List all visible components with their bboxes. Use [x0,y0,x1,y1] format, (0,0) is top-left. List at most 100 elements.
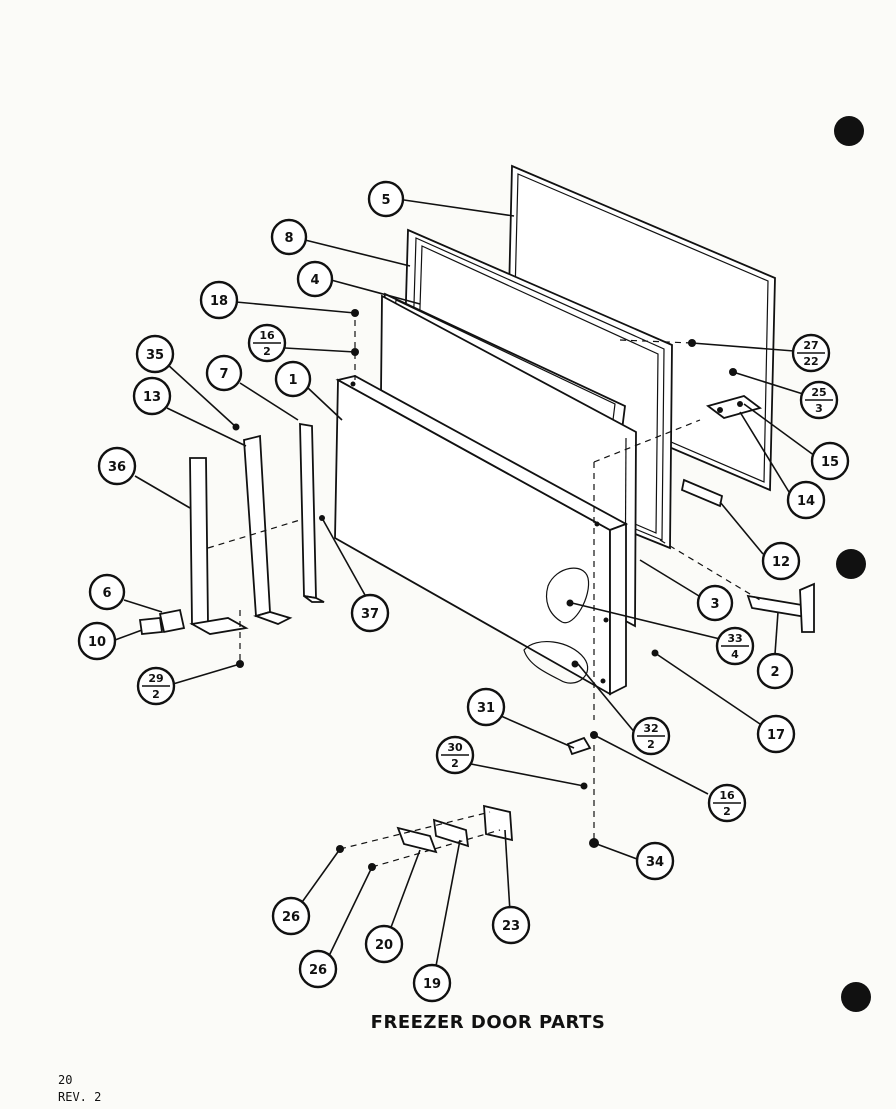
svg-text:18: 18 [210,294,228,309]
svg-text:26: 26 [282,910,300,925]
svg-text:2: 2 [152,688,160,701]
callout-34: 34 [635,841,675,881]
svg-text:3: 3 [710,597,719,612]
callout-26-lower: 26 [298,949,338,989]
svg-text:16: 16 [719,789,735,802]
svg-text:36: 36 [108,460,126,475]
svg-text:34: 34 [646,855,664,870]
svg-text:31: 31 [477,701,495,716]
svg-text:23: 23 [502,919,520,934]
svg-text:13: 13 [143,390,161,405]
callout-5: 5 [367,180,405,218]
part-6-trim [158,608,186,634]
svg-text:32: 32 [643,722,658,735]
callout-7: 7 [205,354,243,392]
callout-29: 29 2 [136,666,176,706]
part-10-pad [138,617,164,635]
callout-36: 36 [97,446,137,486]
binder-hole-bottom [841,982,871,1012]
callout-32: 32 2 [631,716,671,756]
svg-text:17: 17 [767,728,785,743]
svg-text:33: 33 [727,632,742,645]
svg-text:5: 5 [381,193,390,208]
binder-hole-top [834,116,864,146]
svg-text:2: 2 [451,757,459,770]
svg-text:2: 2 [723,805,731,818]
callout-23: 23 [491,905,531,945]
part-19-hinge-pin [432,818,470,848]
callout-3: 3 [696,584,734,622]
svg-text:30: 30 [447,741,463,754]
assembly-line-handle [207,519,301,549]
callout-37: 37 [350,593,390,633]
part-13-handle-bracket [243,434,293,625]
svg-text:8: 8 [284,231,293,246]
callout-35: 35 [135,334,175,374]
callout-31: 31 [466,687,506,727]
callout-18: 18 [199,280,239,320]
svg-text:12: 12 [772,555,790,570]
svg-text:29: 29 [148,672,163,685]
svg-text:26: 26 [309,963,327,978]
svg-text:2: 2 [647,738,655,751]
callout-2: 2 [756,652,794,690]
assembly-line-hinge-screws-upper [339,811,491,850]
callout-12: 12 [761,541,801,581]
callout-16-upper: 16 2 [247,323,287,363]
part-1-outer-door [334,375,629,696]
callout-15: 15 [810,441,850,481]
part-7-handle-strip [299,422,325,603]
part-36-handle-bracket [189,457,249,635]
assembly-line-screw-27 [619,339,693,344]
callout-1: 1 [274,360,312,398]
svg-text:4: 4 [731,648,739,661]
svg-text:2: 2 [770,665,779,680]
callout-14: 14 [786,480,826,520]
part-23-hinge-plate [483,804,513,842]
svg-text:3: 3 [815,402,823,415]
cutaway-insulation-lower [523,641,589,684]
svg-text:4: 4 [310,273,319,288]
svg-text:25: 25 [811,386,826,399]
svg-text:16: 16 [259,329,275,342]
callout-30: 30 2 [435,735,475,775]
svg-text:22: 22 [803,355,818,368]
svg-text:10: 10 [88,635,106,650]
callout-20: 20 [364,924,404,964]
callout-8: 8 [270,218,308,256]
part-14-upper-hinge [705,395,763,419]
part-2-lower-hinge [746,582,815,633]
part-20-hinge-bracket [396,826,438,854]
svg-text:6: 6 [102,586,111,601]
callout-16-lower: 16 2 [707,783,747,823]
assembly-line-hinge-screws-lower [371,829,501,868]
svg-text:14: 14 [797,494,815,509]
callout-13: 13 [132,376,172,416]
fastener-32 [571,660,579,668]
callout-27: 27 22 [791,333,831,373]
svg-text:2: 2 [263,345,271,358]
diagram-caption: FREEZER DOOR PARTS [370,1012,606,1033]
callout-19: 19 [412,963,452,1003]
callout-33: 33 4 [715,626,755,666]
svg-text:37: 37 [361,607,379,622]
callout-17: 17 [756,714,796,754]
assembly-line-lower-hinge [659,539,761,601]
fastener-33 [566,599,574,607]
part-31-pivot-plate [566,736,592,756]
svg-text:27: 27 [803,339,818,352]
svg-text:15: 15 [821,455,839,470]
part-12-hinge-rail [680,478,724,508]
svg-text:35: 35 [146,348,164,363]
callout-26-upper: 26 [271,896,311,936]
assembly-line-upper-hinge [593,419,701,463]
svg-text:20: 20 [375,938,393,953]
callout-4: 4 [296,260,334,298]
callout-6: 6 [88,573,126,611]
svg-text:7: 7 [219,367,228,382]
page-number: 20 [58,1073,73,1087]
callout-25: 25 3 [799,380,839,420]
svg-text:1: 1 [288,373,297,388]
